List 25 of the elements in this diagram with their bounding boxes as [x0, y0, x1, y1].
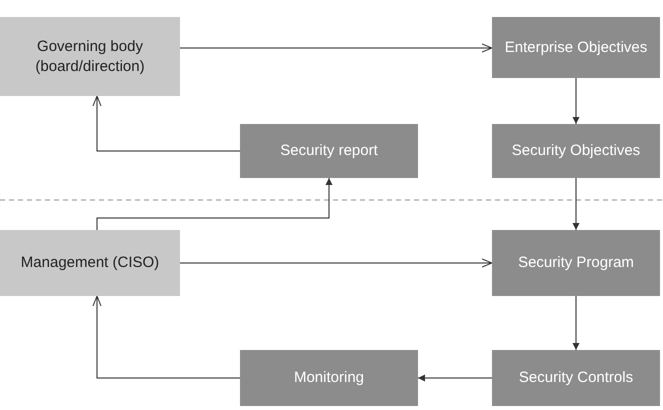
arrow — [92, 296, 240, 378]
arrow — [92, 96, 240, 152]
process-box — [0, 230, 180, 296]
process-box — [492, 124, 660, 178]
process-box — [492, 350, 660, 406]
box-label: Security Objectives — [512, 141, 640, 161]
box-label: Security Program — [518, 253, 634, 273]
process-box — [492, 230, 660, 296]
process-box — [240, 350, 418, 406]
arrow — [572, 78, 580, 124]
arrow — [418, 374, 492, 382]
arrow — [180, 258, 492, 268]
process-box — [0, 17, 180, 96]
arrow — [572, 178, 580, 230]
arrow — [96, 178, 332, 230]
process-box — [240, 124, 418, 178]
process-box — [492, 17, 660, 78]
box-label: Management (CISO) — [20, 253, 160, 273]
arrow — [572, 296, 580, 350]
box-label: Security report — [280, 141, 378, 161]
box-label: Governing body (board/direction) — [34, 37, 146, 76]
box-label: Security Controls — [518, 368, 634, 388]
box-label: Enterprise Objectives — [504, 38, 648, 58]
box-label: Monitoring — [294, 368, 364, 388]
arrow — [180, 44, 492, 52]
